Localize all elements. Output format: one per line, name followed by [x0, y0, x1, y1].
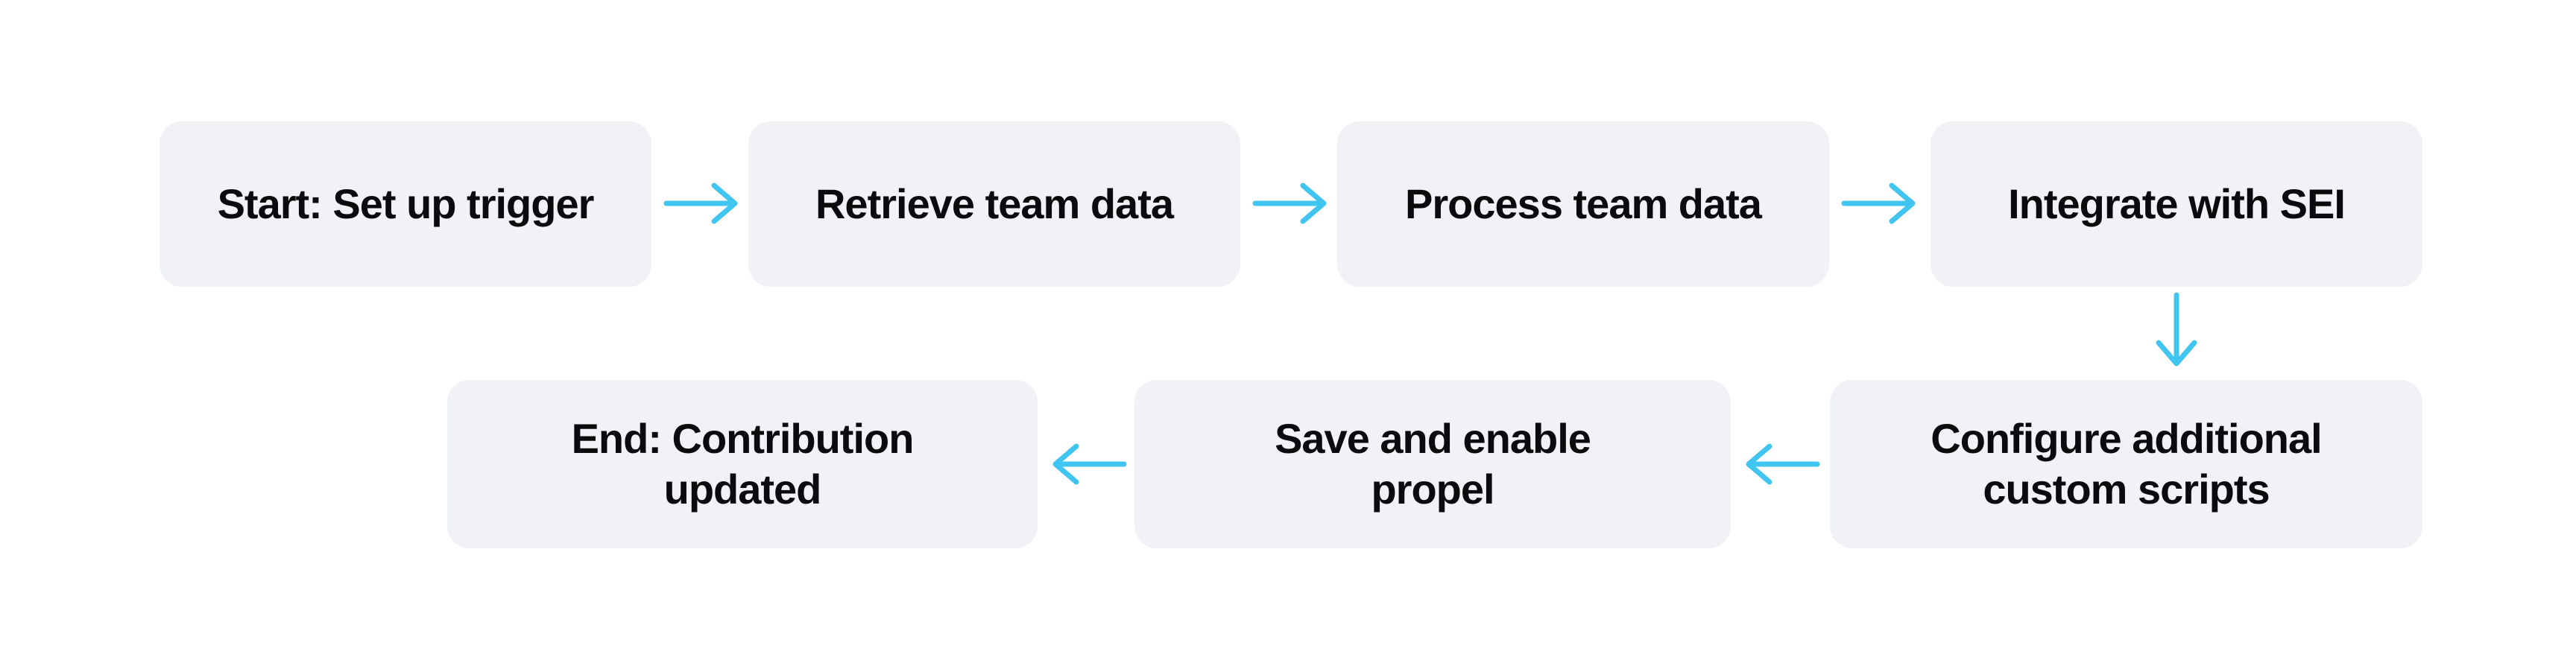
edge-integrate-to-configure [2154, 291, 2199, 377]
node-label: Process team data [1405, 180, 1762, 227]
arrow-down-icon [2156, 292, 2197, 367]
flow-node-process-team-data: Process team data [1337, 121, 1829, 287]
flow-node-integrate-with-sei: Integrate with SEI [1931, 121, 2422, 287]
node-label: Integrate with SEI [2008, 180, 2346, 227]
edge-configure-to-save [1740, 442, 1822, 486]
node-label: Retrieve team data [815, 180, 1174, 227]
edge-start-to-retrieve [662, 181, 744, 226]
node-label: Configure additional custom scripts [1931, 414, 2322, 513]
node-label: End: Contribution updated [571, 414, 915, 513]
node-label: Save and enable propel [1275, 414, 1591, 513]
edge-process-to-integrate [1840, 181, 1922, 226]
arrow-right-icon [663, 183, 738, 224]
flow-node-retrieve-team-data: Retrieve team data [748, 121, 1240, 287]
flow-node-configure-custom-scripts: Configure additional custom scripts [1830, 380, 2422, 548]
flow-node-end: End: Contribution updated [447, 380, 1038, 548]
edge-save-to-end [1046, 442, 1128, 486]
flow-node-start: Start: Set up trigger [160, 121, 651, 287]
arrow-left-icon [1052, 443, 1127, 485]
flow-node-save-and-enable-propel: Save and enable propel [1134, 380, 1731, 548]
node-label: Start: Set up trigger [217, 180, 595, 227]
arrow-right-icon [1252, 183, 1327, 224]
arrow-left-icon [1746, 443, 1820, 485]
arrow-right-icon [1841, 183, 1916, 224]
edge-retrieve-to-process [1251, 181, 1333, 226]
